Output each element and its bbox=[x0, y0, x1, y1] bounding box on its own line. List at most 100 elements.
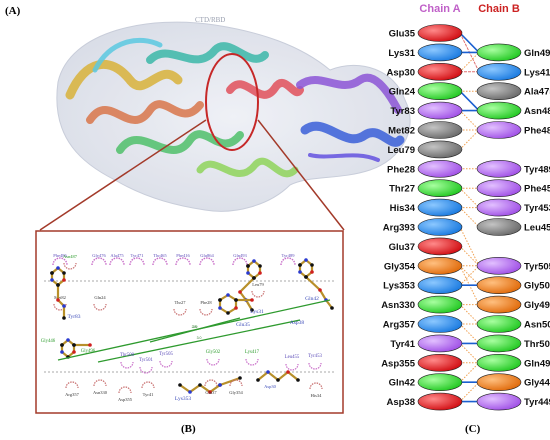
atom bbox=[62, 316, 66, 320]
chain-a-label: Phe28 bbox=[387, 164, 415, 175]
hydrogen-bond-line bbox=[149, 317, 241, 343]
contact-arc bbox=[139, 366, 153, 374]
chain-a-header: Chain A bbox=[419, 3, 460, 15]
chain-b-label: Tyr505 bbox=[524, 261, 550, 272]
chain-a-node bbox=[417, 160, 463, 178]
chain-a-label: Gly354 bbox=[384, 261, 416, 272]
atom bbox=[256, 378, 260, 382]
interaction-link-contact bbox=[459, 226, 480, 267]
chain-b-label: Phe456 bbox=[524, 184, 550, 195]
ace2-residue-label: Arg357 bbox=[65, 392, 79, 397]
chain-b-node bbox=[476, 392, 522, 411]
sheet-ribbon-blue bbox=[300, 121, 405, 147]
atom bbox=[246, 271, 250, 275]
contact-residue-label: Thr465 bbox=[153, 253, 167, 258]
atom bbox=[66, 338, 70, 342]
chain-a-label: Met82 bbox=[388, 126, 415, 137]
chain-a-node bbox=[417, 63, 463, 81]
distance-label: 3.0 bbox=[197, 336, 202, 340]
chain-a-node bbox=[417, 237, 463, 256]
chain-b-label: Tyr449 bbox=[524, 397, 550, 408]
atom bbox=[238, 376, 242, 380]
zoom-line-right bbox=[257, 119, 345, 231]
atom bbox=[218, 298, 222, 302]
interaction-link-contact bbox=[459, 362, 480, 383]
interface-residue-label: Glu35 bbox=[236, 322, 250, 328]
residue-stick-bond bbox=[238, 277, 255, 311]
atom bbox=[198, 383, 202, 387]
atom bbox=[304, 275, 308, 279]
hydrophobic-contact-arc bbox=[199, 257, 215, 266]
chain-b-label: Asn501 bbox=[524, 320, 550, 331]
atom bbox=[276, 378, 280, 382]
contact-arc bbox=[173, 308, 187, 316]
atom bbox=[60, 350, 64, 354]
chain-b-header: Chain B bbox=[478, 3, 520, 15]
chain-b-node bbox=[476, 256, 522, 275]
ace2-residue-label: Asp30 bbox=[264, 384, 277, 389]
atom bbox=[188, 390, 192, 394]
contact-arc bbox=[245, 358, 259, 366]
contact-arc bbox=[118, 386, 132, 394]
chain-a-node bbox=[417, 43, 463, 62]
chain-b-label: Ala475 bbox=[524, 87, 550, 98]
contact-residue-label: Tyr471 bbox=[131, 253, 144, 258]
hydrophobic-contact-arc bbox=[91, 257, 107, 266]
atom bbox=[218, 383, 222, 387]
interaction-link-contact bbox=[459, 343, 480, 364]
atom bbox=[56, 266, 60, 270]
hydrogen-bond-line bbox=[97, 319, 301, 363]
atom bbox=[258, 264, 262, 268]
ace2-residue-label: Glu37 bbox=[205, 390, 217, 395]
interface-residue-label: Asp38 bbox=[290, 320, 305, 326]
chain-a-node bbox=[417, 198, 463, 217]
atom bbox=[50, 278, 54, 282]
atom bbox=[72, 350, 76, 354]
helix-ribbon-lightgreen bbox=[196, 157, 299, 178]
protein-label: CTD/RBD bbox=[195, 16, 225, 24]
chain-a-label: Tyr41 bbox=[390, 339, 415, 350]
chain-a-label: Lys353 bbox=[383, 281, 415, 292]
contact-residue-label: Ala475 bbox=[110, 253, 124, 258]
chain-b-label: Gly496 bbox=[524, 300, 550, 311]
protein-structure-panel: CTD/RBD bbox=[39, 16, 411, 231]
chain-a-node bbox=[417, 315, 463, 333]
atom bbox=[56, 298, 60, 302]
helix-ribbon-green bbox=[116, 130, 244, 154]
contact-residue-label: Phe416 bbox=[176, 253, 190, 258]
ace2-residue-label: Asp355 bbox=[118, 397, 133, 402]
ace2-residue-label: Asn330 bbox=[93, 390, 108, 395]
hydrophobic-contact-arc bbox=[52, 257, 68, 266]
atom bbox=[56, 283, 60, 287]
chain-a-node bbox=[417, 256, 463, 275]
hydrophobic-contact-arc bbox=[232, 257, 248, 266]
residue-label: Gln24 bbox=[94, 295, 106, 300]
chain-b-label: Tyr489 bbox=[524, 164, 550, 175]
chain-b-node bbox=[476, 315, 522, 333]
molecular-surface bbox=[56, 21, 411, 212]
atom bbox=[250, 298, 254, 302]
ace2-residue-label: Gly354 bbox=[229, 390, 243, 395]
ace2-residue-label: His34 bbox=[311, 393, 323, 398]
chain-b-node bbox=[476, 101, 522, 120]
loop-ribbon-violet bbox=[308, 153, 380, 162]
spike-residue-label: Gly502 bbox=[206, 350, 221, 355]
chain-b-label: Gln493 bbox=[524, 48, 550, 59]
interaction-link-hbond bbox=[459, 32, 480, 53]
spike-residue-label: Tyr505 bbox=[159, 352, 173, 357]
atom bbox=[208, 390, 212, 394]
atom bbox=[62, 271, 66, 275]
ace2-residue-label: Tyr41 bbox=[143, 392, 154, 397]
residue-stick-bond bbox=[305, 276, 333, 309]
contact-residue-label: Phe486 bbox=[53, 253, 67, 258]
residue-label: Leu79 bbox=[252, 282, 264, 287]
chain-a-label: Glu37 bbox=[389, 242, 415, 253]
chain-b-node bbox=[476, 218, 522, 236]
panel-label-c: (C) bbox=[465, 423, 481, 435]
chain-b-label: Gln498 bbox=[524, 358, 550, 369]
helix-ribbon-red bbox=[226, 79, 304, 99]
contact-arc bbox=[285, 363, 299, 371]
residue-stick-bond bbox=[219, 376, 241, 387]
chain-b-node bbox=[476, 295, 522, 314]
chain-b-node bbox=[476, 43, 522, 62]
